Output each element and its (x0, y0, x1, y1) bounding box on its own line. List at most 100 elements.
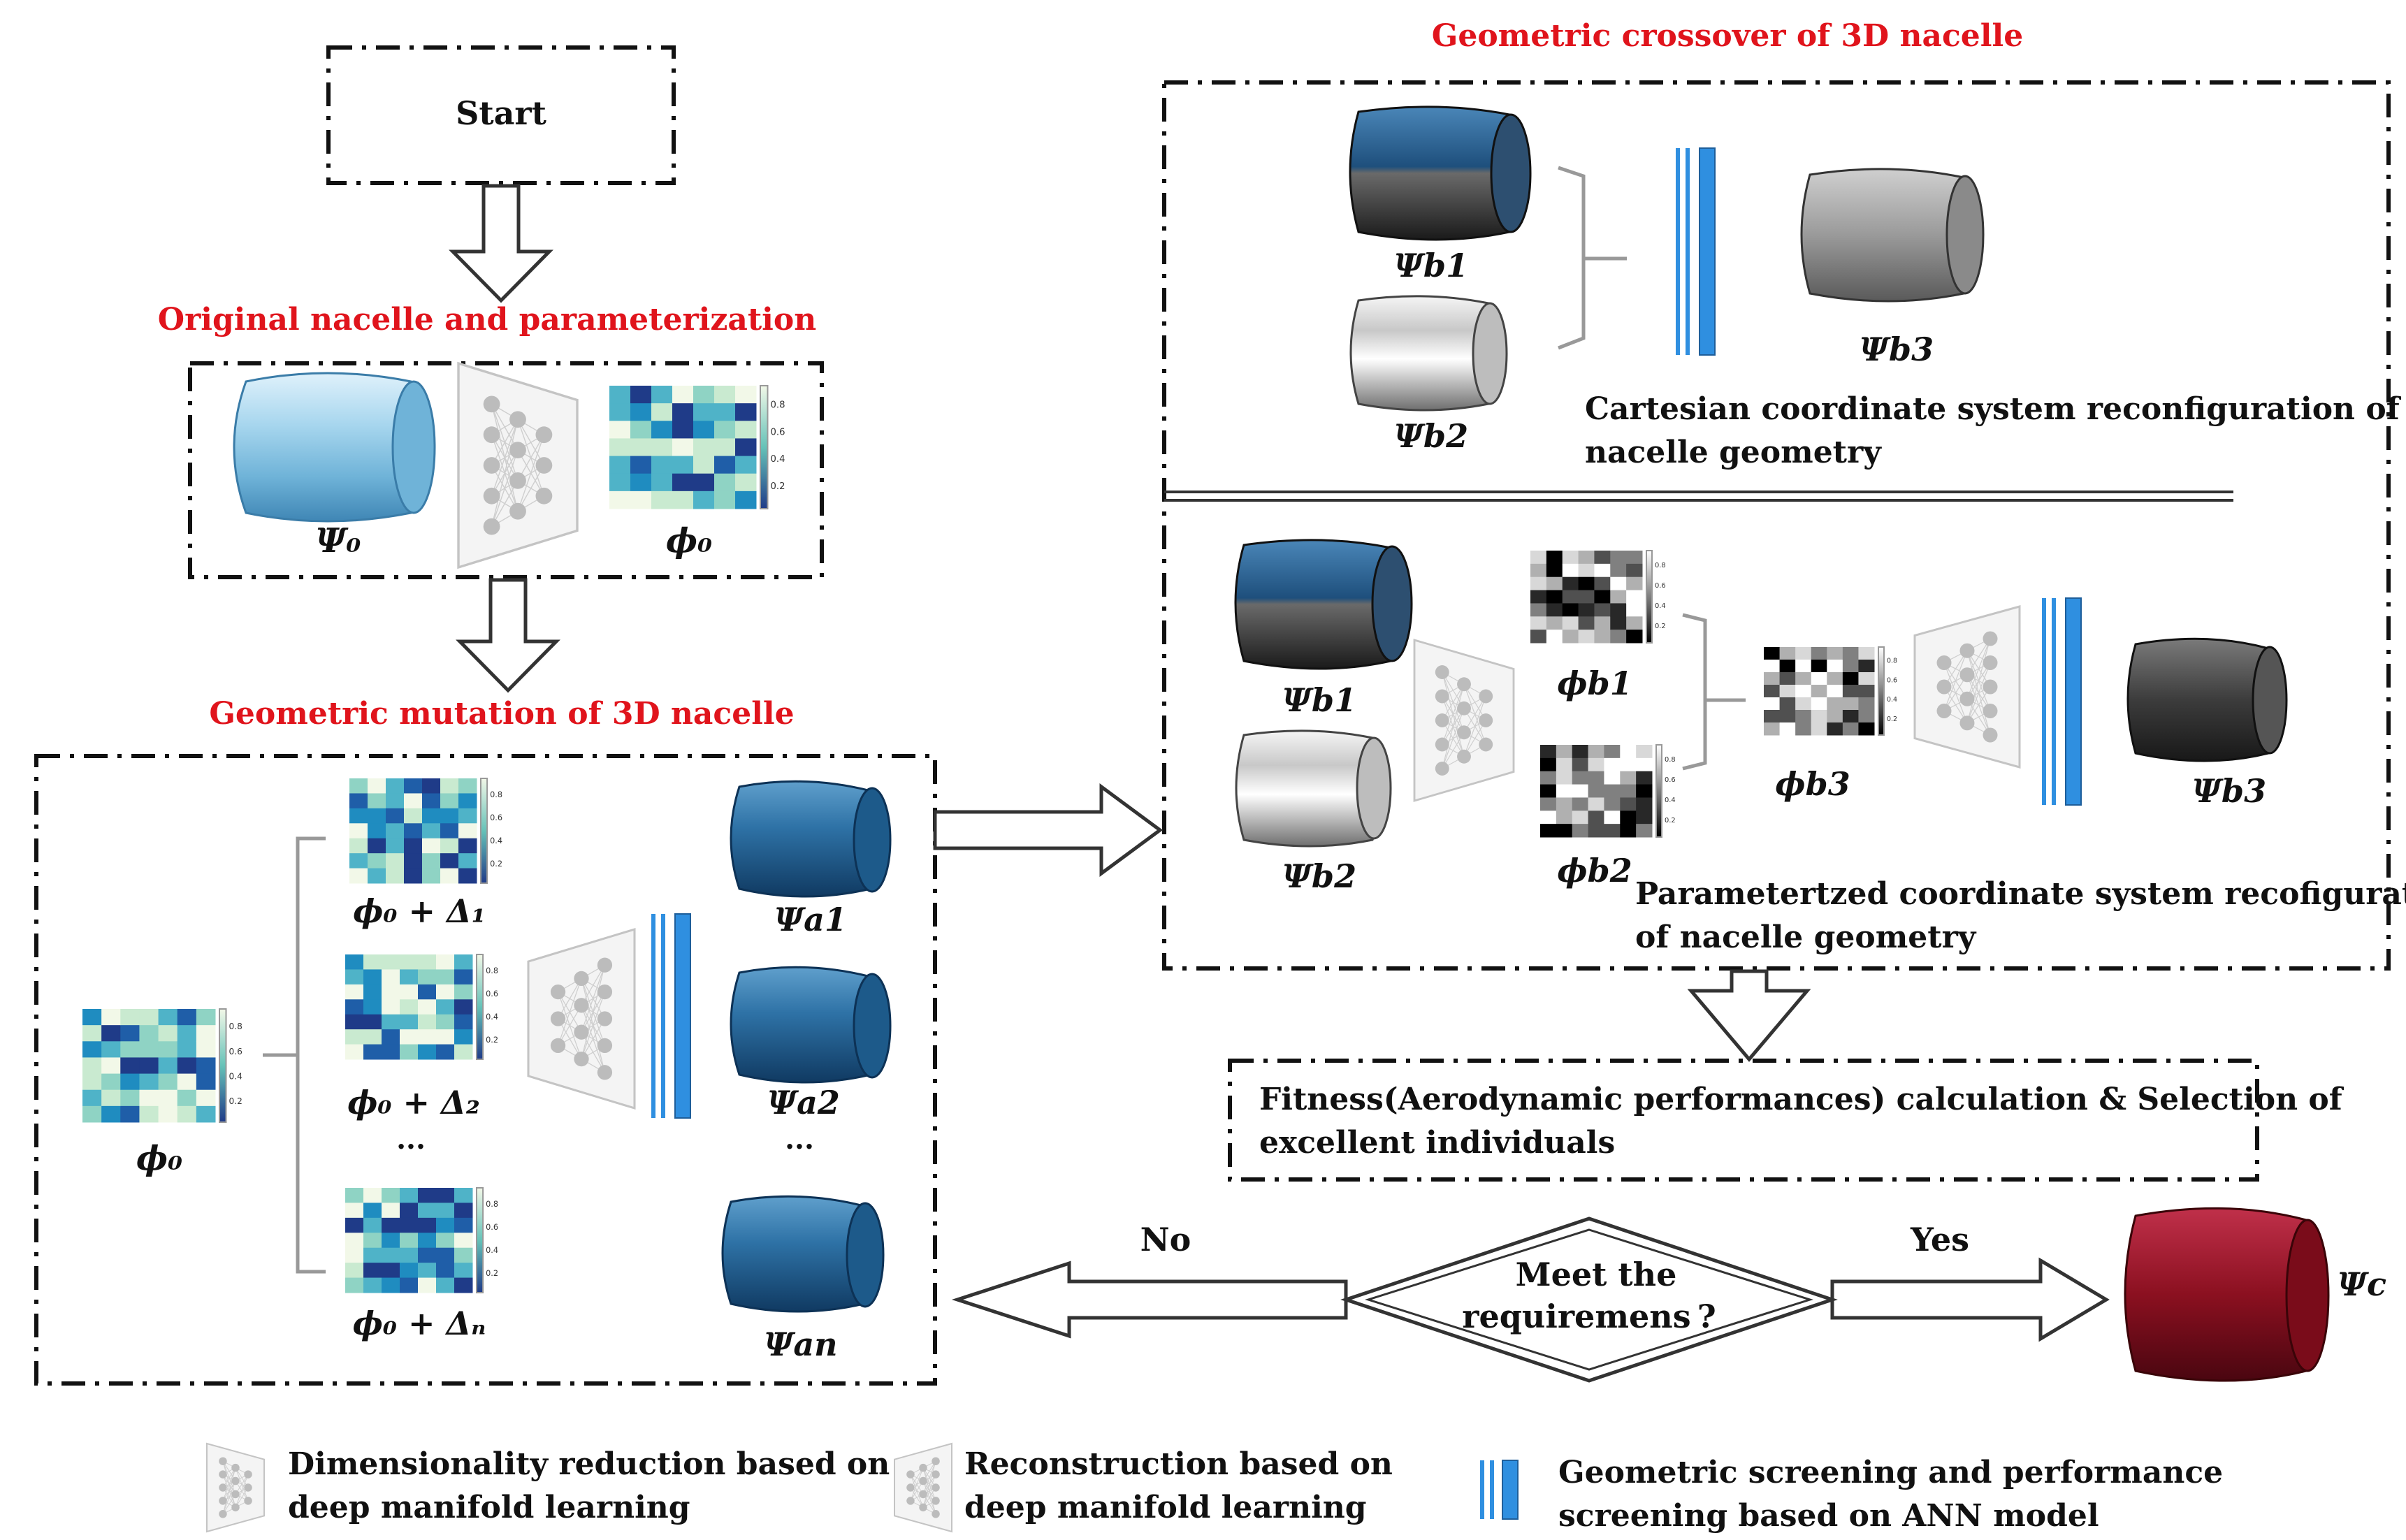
heatmap: 0.80.60.40.2 (345, 1187, 498, 1293)
heatmap-cell (1530, 630, 1547, 644)
heatmap-cell (349, 778, 368, 794)
heatmap-cell (400, 1014, 419, 1030)
heatmap-cell (1620, 745, 1637, 759)
heatmap-cell (196, 1041, 216, 1058)
heatmap-cell (400, 1044, 419, 1060)
label-psi-b1-bottom: Ψb1 (1282, 681, 1356, 719)
heatmap-cell (1540, 745, 1557, 759)
heatmap-cell (440, 808, 459, 824)
heatmap-cell (714, 491, 736, 509)
network-node (244, 1470, 252, 1479)
heatmap-cell (368, 793, 386, 809)
network-edge (491, 419, 519, 527)
network-node (550, 1038, 566, 1054)
colorbar (219, 1008, 227, 1123)
heatmap-cell (1610, 616, 1627, 630)
heatmap-cell (139, 1105, 159, 1123)
heatmap-cell (1578, 590, 1595, 604)
heatmap: 0.80.60.40.2 (1540, 744, 1676, 838)
heatmap-cell (672, 421, 694, 439)
heatmap-cell (404, 838, 423, 854)
heatmap-cell (363, 1247, 382, 1263)
colorbar-tick-label: 0.2 (229, 1096, 242, 1106)
heatmap-cell (651, 456, 673, 474)
heatmap: 0.80.60.40.2 (349, 778, 502, 884)
heatmap-cell (1827, 647, 1843, 660)
mutation-box (34, 754, 937, 1386)
heatmap-cell (422, 808, 441, 824)
heatmap-cell (693, 491, 715, 509)
network-frame (457, 361, 579, 569)
heatmap-cell (386, 853, 405, 869)
label-psi-a1: Ψa1 (774, 901, 847, 938)
heatmap-cell (363, 1188, 382, 1203)
heatmap-cell (630, 438, 652, 457)
arrow-start-down (449, 184, 553, 303)
heatmap-cell (454, 1277, 473, 1293)
arrow-crossover-down (1687, 969, 1811, 1062)
network-node (231, 1476, 240, 1485)
colorbar (1655, 744, 1662, 838)
heatmap-cell (1572, 745, 1589, 759)
heatmap-cell (158, 1025, 178, 1042)
heatmap-cell (1626, 590, 1643, 604)
colorbar-tick-label: 0.6 (771, 427, 785, 437)
heatmap-cell (1811, 685, 1827, 698)
heatmap-cell (1811, 660, 1827, 673)
encoder-network-icon (457, 361, 579, 569)
colorbar-tick-label: 0.6 (1665, 776, 1676, 784)
network-edge (491, 480, 519, 527)
heatmap-cell (422, 838, 441, 854)
heatmap-cell (609, 386, 631, 404)
network-edge (235, 1474, 249, 1508)
encoder-network-icon (1413, 639, 1515, 802)
network-node (597, 984, 613, 1000)
heatmap-cell (1636, 811, 1653, 825)
heatmap-cell (1594, 616, 1611, 630)
heatmap-cell (1572, 771, 1589, 785)
original-section-title: Original nacelle and parameterization (158, 302, 816, 337)
heatmap-cell (345, 954, 364, 970)
heatmap-cell (454, 1233, 473, 1249)
heatmap-cell (1556, 745, 1573, 759)
network-node (932, 1497, 940, 1505)
nacelle-psi-c (2124, 1207, 2330, 1382)
heatmap-cell (458, 868, 477, 884)
heatmap-cell (368, 853, 386, 869)
heatmap-cell (454, 969, 473, 985)
heatmap-cell (418, 1233, 437, 1249)
heatmap-cell (672, 456, 694, 474)
heatmap-cell (651, 386, 673, 404)
heatmap-cell (196, 1009, 216, 1026)
heatmap-cell (1604, 797, 1621, 811)
colorbar-tick-label: 0.4 (771, 454, 785, 465)
heatmap: 0.80.60.40.2 (1530, 550, 1666, 644)
network-node (1435, 665, 1449, 679)
network-node (1936, 655, 1952, 670)
heatmap-cell (400, 1247, 419, 1263)
param-brace (1682, 613, 1746, 771)
heatmap-cell (177, 1025, 197, 1042)
heatmap-cell (363, 984, 382, 1000)
network-node (1457, 725, 1471, 740)
heatmap-cell (177, 1073, 197, 1091)
heatmap-cell (418, 969, 437, 985)
heatmap-cell (82, 1009, 102, 1026)
decoder-network-icon (1913, 605, 2021, 769)
network-edge (910, 1467, 924, 1502)
heatmap-cell (714, 438, 736, 457)
heatmap-cell (1795, 647, 1812, 660)
heatmap-cell (1540, 811, 1557, 825)
network-node (932, 1457, 940, 1465)
colorbar-tick-label: 0.8 (229, 1022, 242, 1031)
heatmap-cell (1594, 603, 1611, 617)
network-node (219, 1457, 227, 1465)
heatmap-cell (1842, 685, 1859, 698)
network-edge (222, 1481, 236, 1514)
network-node (1457, 701, 1471, 715)
heatmap-cell (120, 1089, 140, 1107)
network-node (1959, 715, 1975, 731)
heatmap-cell (1610, 576, 1627, 591)
heatmap-cell (454, 1203, 473, 1219)
heatmap-cell (386, 823, 405, 839)
